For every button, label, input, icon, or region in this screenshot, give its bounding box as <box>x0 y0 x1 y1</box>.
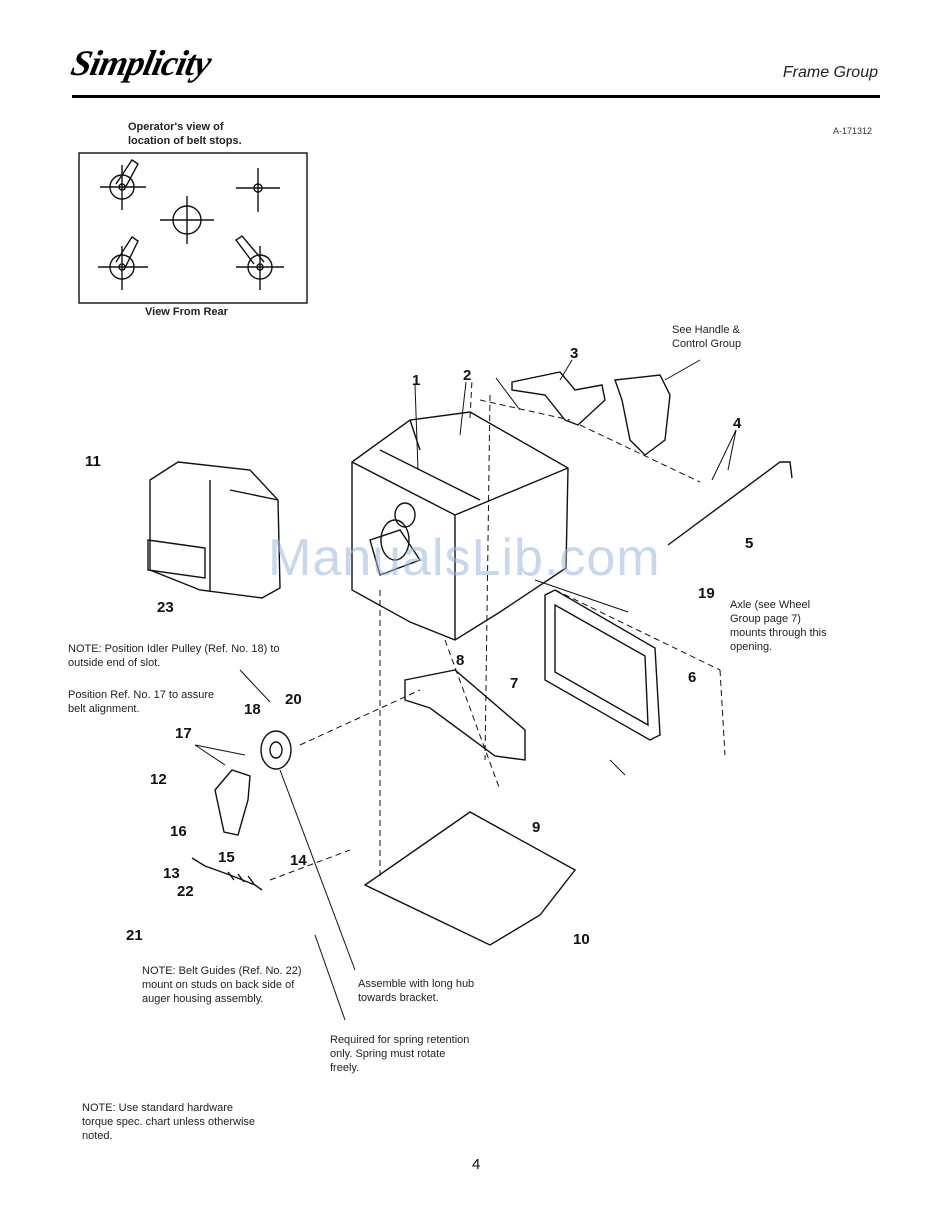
spring-note: Required for spring retention only. Spri… <box>330 1034 470 1074</box>
idler-pulley-note: NOTE: Position Idler Pulley (Ref. No. 18… <box>68 643 280 669</box>
part-number-labels: 1 2 3 4 5 6 7 8 9 10 11 12 13 14 15 16 1… <box>85 345 753 948</box>
pulley-part-18 <box>260 730 292 770</box>
belt-guides-note: NOTE: Belt Guides (Ref. No. 22) mount on… <box>142 965 302 1005</box>
part-label-4: 4 <box>733 415 742 432</box>
part-label-11: 11 <box>85 453 101 470</box>
inset-caption: Operator's view of location of belt stop… <box>128 121 242 147</box>
bracket-part-3 <box>511 371 606 426</box>
position-17-note: Position Ref. No. 17 to assure belt alig… <box>68 689 215 715</box>
part-label-23: 23 <box>157 599 174 616</box>
part-label-10: 10 <box>573 931 590 948</box>
handle-group-note: See Handle & Control Group <box>672 324 742 350</box>
plate-part-10 <box>363 811 577 946</box>
hardware-note: NOTE: Use standard hardware torque spec.… <box>82 1102 256 1142</box>
part-label-14: 14 <box>290 852 307 869</box>
part-label-20: 20 <box>285 691 302 708</box>
cover-part-23 <box>147 461 281 599</box>
part-label-21: 21 <box>126 927 143 944</box>
part-label-2: 2 <box>463 367 471 384</box>
part-label-8: 8 <box>456 652 464 669</box>
part-label-18: 18 <box>244 701 261 718</box>
part-label-17: 17 <box>175 725 192 742</box>
reference-code: A-171312 <box>833 126 873 136</box>
part-label-22: 22 <box>177 883 194 900</box>
belt-stop-top-left <box>100 159 146 210</box>
page-number: 4 <box>472 1156 481 1173</box>
part-label-13: 13 <box>163 865 180 882</box>
belt-stop-top-right <box>236 168 280 212</box>
rod-part-5 <box>667 461 793 546</box>
bracket-part-8 <box>404 669 526 761</box>
part-label-16: 16 <box>170 823 187 840</box>
inset-frame <box>78 152 308 304</box>
part-label-6: 6 <box>688 669 696 686</box>
part-label-9: 9 <box>532 819 540 836</box>
assemble-note: Assemble with long hub towards bracket. <box>358 978 475 1004</box>
part-label-12: 12 <box>150 771 167 788</box>
part-label-19: 19 <box>698 585 715 602</box>
watermark: ManualsLib.com <box>268 529 661 587</box>
part-label-5: 5 <box>745 535 753 552</box>
arm-part-16 <box>214 769 251 836</box>
inset-view-label: View From Rear <box>145 306 228 318</box>
part-label-3: 3 <box>570 345 578 362</box>
belt-stop-bottom-left <box>98 236 148 290</box>
part-label-15: 15 <box>218 849 235 866</box>
header-rule <box>72 95 880 98</box>
part-label-1: 1 <box>412 372 420 389</box>
axle-note: Axle (see Wheel Group page 7) mounts thr… <box>730 599 827 653</box>
spring-part-13 <box>191 857 263 891</box>
section-title: Frame Group <box>782 64 878 81</box>
belt-stop-center <box>160 196 214 244</box>
frame-part-1 <box>351 411 569 641</box>
handle-bracket <box>614 374 671 456</box>
part-label-7: 7 <box>510 675 518 692</box>
belt-stop-bottom-right <box>234 235 284 290</box>
